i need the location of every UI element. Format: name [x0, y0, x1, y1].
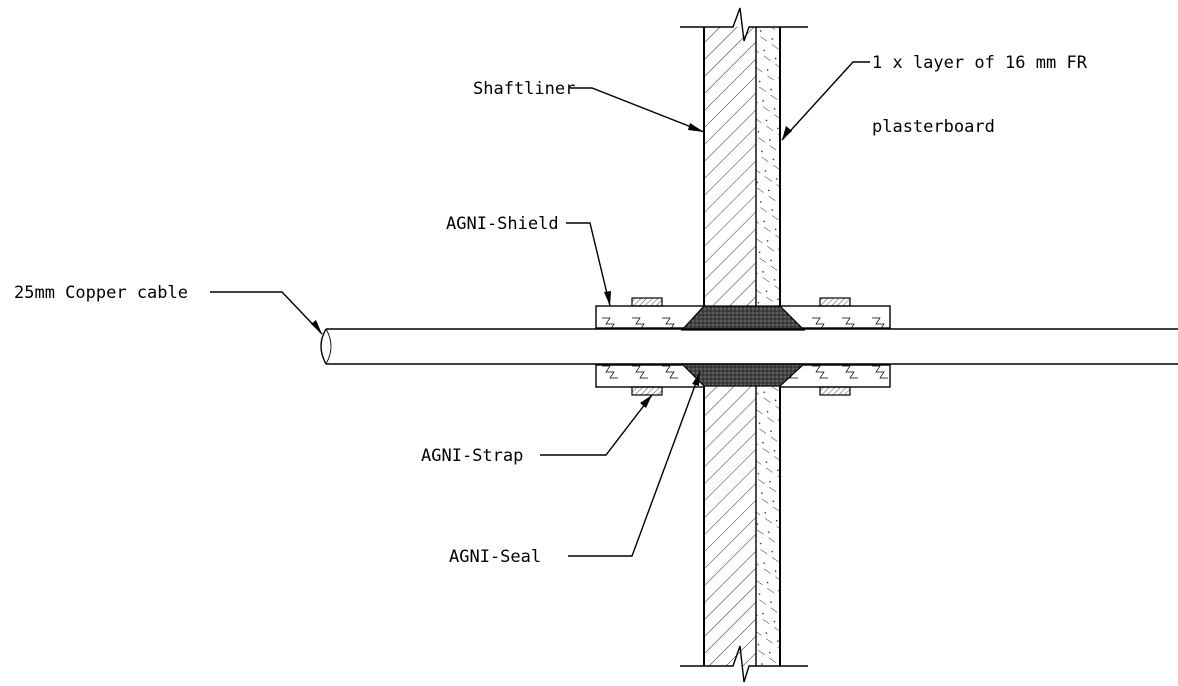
label-agni-shield: AGNI-Shield	[446, 214, 559, 234]
leader-agni-seal	[568, 371, 701, 557]
agni-seal-upper	[680, 305, 806, 331]
break-line-top	[680, 7, 808, 42]
label-copper-cable: 25mm Copper cable	[14, 283, 188, 303]
agni-strap-upper-right	[819, 297, 851, 307]
agni-strap-lower-left	[631, 386, 663, 396]
plasterboard-layer-upper	[756, 27, 781, 306]
break-line-bottom	[680, 645, 808, 686]
label-shaftliner: Shaftliner	[473, 79, 575, 99]
agni-shield-upper-right	[779, 305, 891, 329]
shaftliner-layer-lower	[703, 386, 757, 666]
plasterboard-layer-lower	[756, 386, 781, 666]
shaftliner-layer-upper	[703, 27, 757, 306]
leader-agni-shield	[566, 222, 611, 307]
agni-strap-lower-right	[819, 386, 851, 396]
label-agni-strap: AGNI-Strap	[421, 446, 523, 466]
label-agni-seal: AGNI-Seal	[449, 547, 541, 567]
label-plasterboard-line1: 1 x layer of 16 mm FR	[872, 53, 1088, 73]
leader-agni-strap	[540, 394, 653, 456]
copper-cable	[320, 328, 1178, 365]
label-plasterboard-line2: plasterboard	[872, 117, 995, 137]
leader-shaftliner	[570, 87, 705, 133]
agni-strap-upper-left	[631, 297, 663, 307]
leader-plasterboard	[781, 61, 870, 141]
leader-copper-cable	[210, 291, 323, 335]
